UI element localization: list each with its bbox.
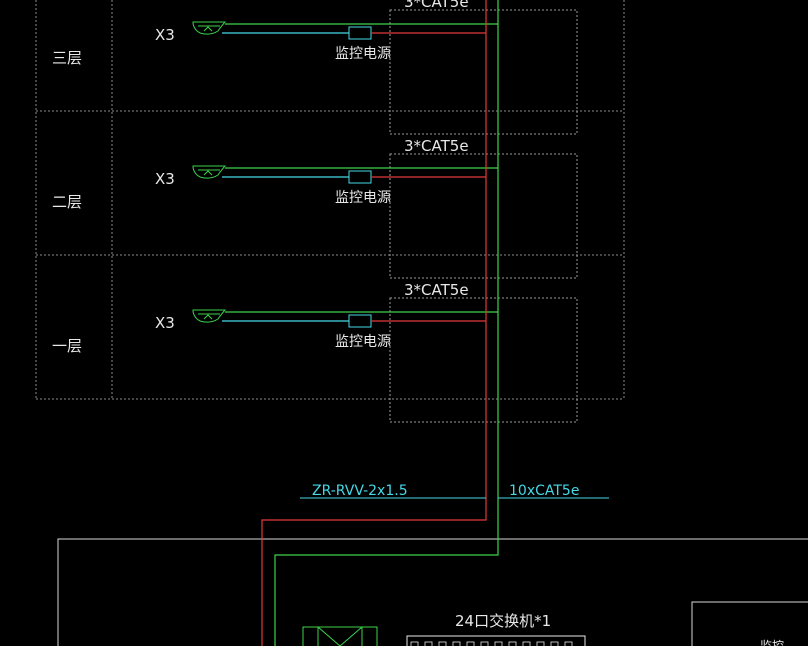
switch-port: [480, 641, 489, 646]
switch-port: [550, 641, 559, 646]
power-adapter-icon: [348, 170, 372, 184]
camera-icon: [192, 165, 227, 179]
power-cable-label: ZR-RVV-2x1.5: [312, 483, 408, 499]
floor-rows: 三层 X3 监控电源 3*CAT5e 二层 X3 监控电源 3*CAT5e 一层 X3 监控电源 3*…: [52, 0, 578, 423]
trunk-labels: ZR-RVV-2x1.5 10xCAT5e: [300, 483, 609, 499]
floor-name: 三层: [52, 49, 82, 67]
right-panel-outline: [691, 601, 808, 646]
switch-ports: [410, 641, 573, 646]
equipment: 24口交换机*1 监控: [302, 612, 784, 646]
floor-row: 三层 X3 监控电源 3*CAT5e: [52, 0, 578, 135]
floor-cabinet-box: [389, 9, 578, 135]
floor-cabinet-box: [389, 153, 578, 279]
power-box: [302, 626, 378, 646]
cabinet-outline: [57, 538, 808, 646]
camera-count: X3: [155, 26, 175, 44]
floor-row: 一层 X3 监控电源 3*CAT5e: [52, 281, 578, 423]
camera-icon: [192, 21, 227, 35]
power-label: 监控电源: [335, 334, 391, 350]
floor-name: 二层: [52, 193, 82, 211]
network-cable-label: 10xCAT5e: [509, 483, 579, 499]
power-box-outline: [302, 626, 378, 646]
camera-count: X3: [155, 314, 175, 332]
equipment-frame: [57, 538, 808, 646]
switch-port: [410, 641, 419, 646]
floor-row: 二层 X3 监控电源 3*CAT5e: [52, 137, 578, 279]
cable-label: 3*CAT5e: [404, 137, 469, 155]
switch-port: [564, 641, 573, 646]
floor-grid: [35, 0, 625, 400]
power-adapter-icon: [348, 26, 372, 40]
switch-label: 24口交换机*1: [455, 612, 551, 630]
switch-port: [494, 641, 503, 646]
network-trunk-line: [274, 0, 499, 646]
right-panel-label: 监控: [760, 639, 784, 646]
switch-port: [536, 641, 545, 646]
switch-port: [452, 641, 461, 646]
camera-count: X3: [155, 170, 175, 188]
floor-cabinet-box: [389, 297, 578, 423]
power-label: 监控电源: [335, 46, 391, 62]
switch-icon: [406, 635, 586, 646]
power-adapter-icon: [348, 314, 372, 328]
camera-icon: [192, 309, 227, 323]
cable-label: 3*CAT5e: [404, 281, 469, 299]
switch-port: [522, 641, 531, 646]
switch-port: [466, 641, 475, 646]
trunk-lines: [261, 0, 499, 646]
cable-label: 3*CAT5e: [404, 0, 469, 11]
power-label: 监控电源: [335, 190, 391, 206]
switch-port: [508, 641, 517, 646]
switch-port: [424, 641, 433, 646]
power-trunk-line: [261, 0, 487, 646]
switch-port: [438, 641, 447, 646]
floor-name: 一层: [52, 337, 82, 355]
